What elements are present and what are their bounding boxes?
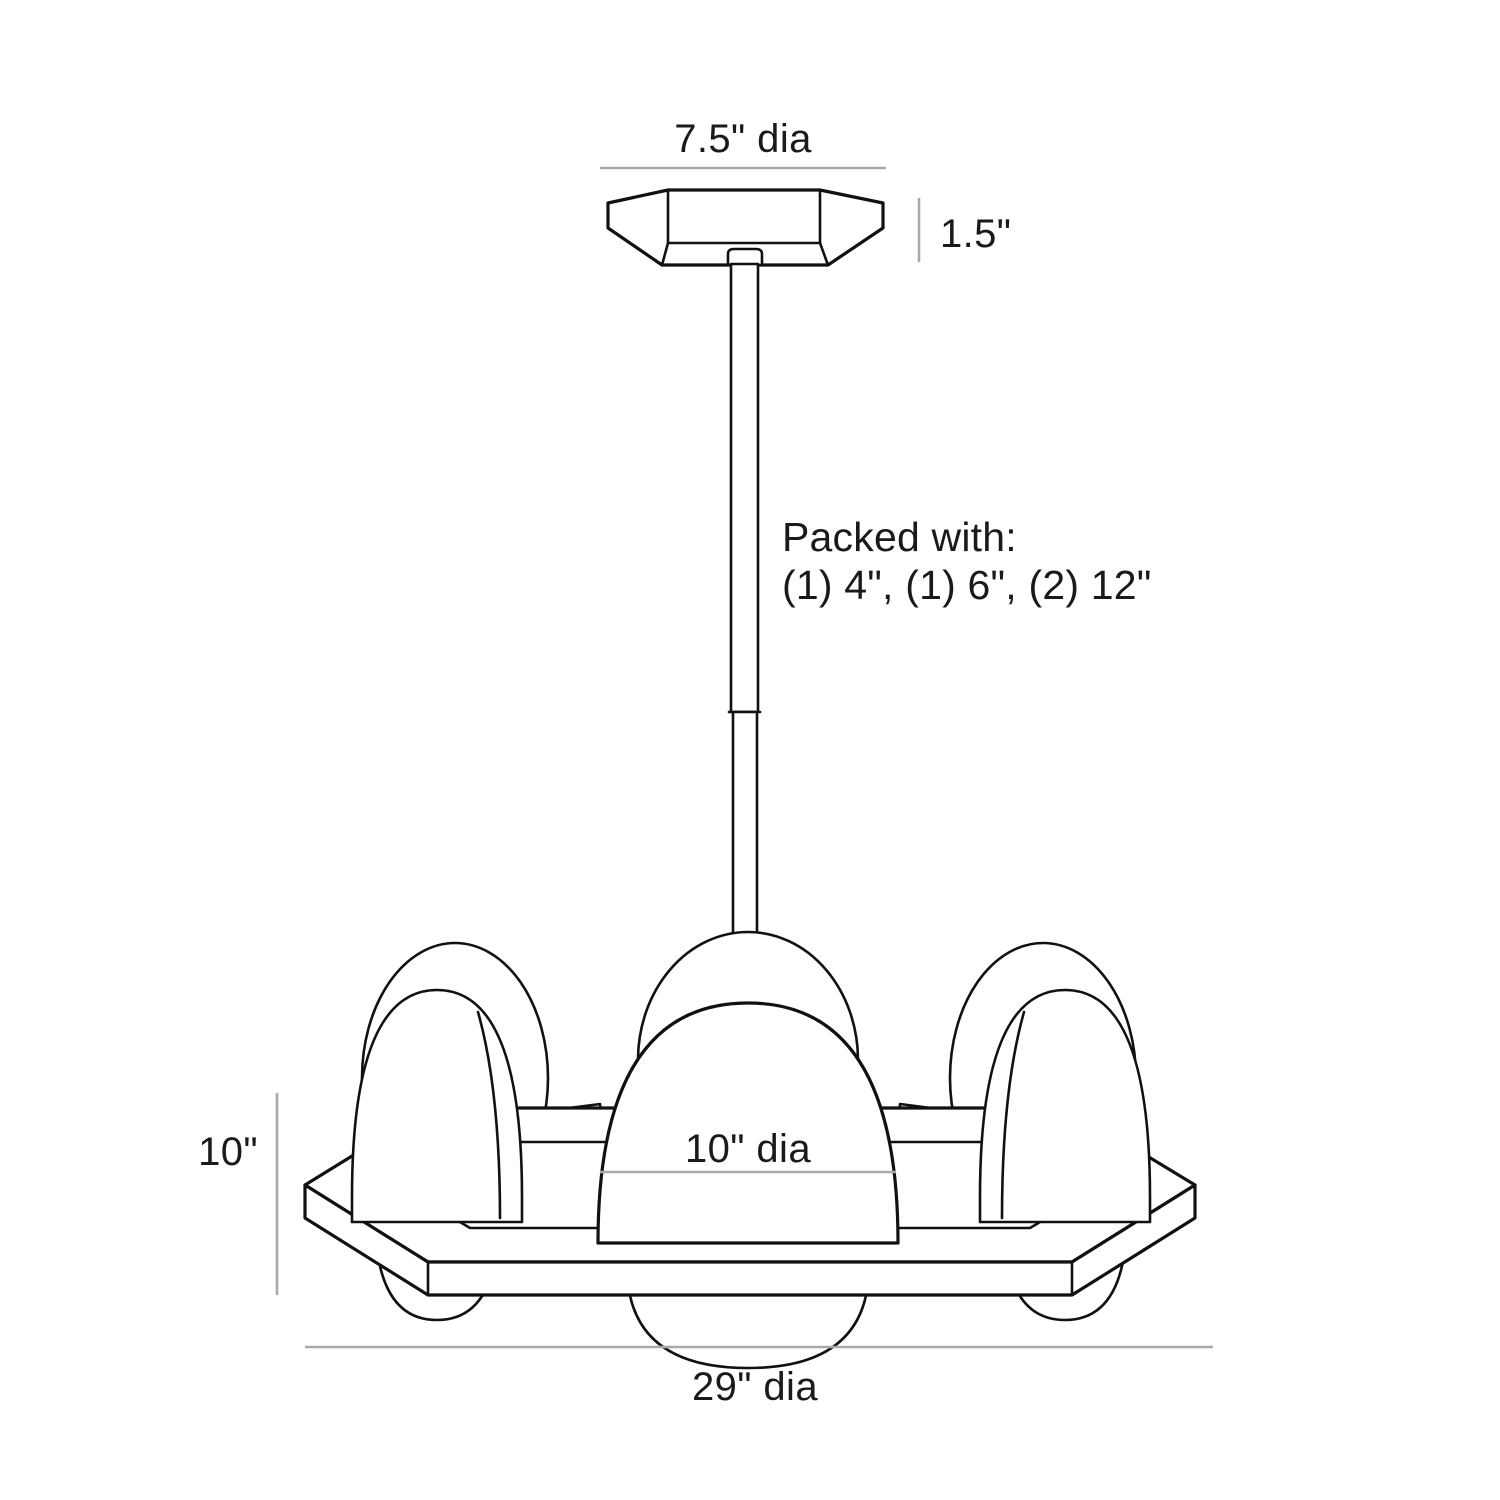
canopy-height-dimension: 1.5" xyxy=(917,198,1011,262)
globe-front-right xyxy=(978,988,1152,1224)
globe-front-right-highlight xyxy=(1000,1010,1026,1220)
canopy-inner-right xyxy=(818,241,830,267)
packed-with-items: (1) 4", (1) 6", (2) 12" xyxy=(782,562,1152,608)
canopy-height-label: 1.5" xyxy=(940,212,1011,256)
globe-front-center xyxy=(596,1001,900,1245)
canopy-diameter-label: 7.5" dia xyxy=(674,117,812,161)
packed-with-note: Packed with: (1) 4", (1) 6", (2) 12" xyxy=(782,514,1152,608)
globe-diameter-dimension: 10" dia xyxy=(600,1127,896,1174)
canopy-front-face xyxy=(666,188,822,245)
stem-upper-segment xyxy=(729,262,760,714)
fixture-height-label: 10" xyxy=(198,1130,258,1174)
frame-front-face xyxy=(303,1183,1197,1297)
fixture-diameter-label: 29" dia xyxy=(692,1365,818,1409)
front-globes xyxy=(350,988,1152,1245)
canopy-coupling-nub xyxy=(726,247,764,267)
canopy-inner-left xyxy=(660,241,670,267)
globe-diameter-label: 10" dia xyxy=(685,1127,811,1171)
packed-with-label: Packed with: xyxy=(782,514,1017,560)
hexagonal-canopy xyxy=(606,188,885,267)
globe-front-left-highlight xyxy=(476,1010,502,1220)
canopy-bevel-right xyxy=(826,226,885,267)
canopy-bevel-left xyxy=(606,226,664,267)
fixture-diameter-dimension: 29" dia xyxy=(305,1345,1213,1409)
canopy-diameter-dimension: 7.5" dia xyxy=(600,117,886,170)
globe-front-left xyxy=(350,988,524,1224)
downrod-stem xyxy=(727,262,762,1006)
fixture-height-dimension: 10" xyxy=(198,1093,279,1295)
